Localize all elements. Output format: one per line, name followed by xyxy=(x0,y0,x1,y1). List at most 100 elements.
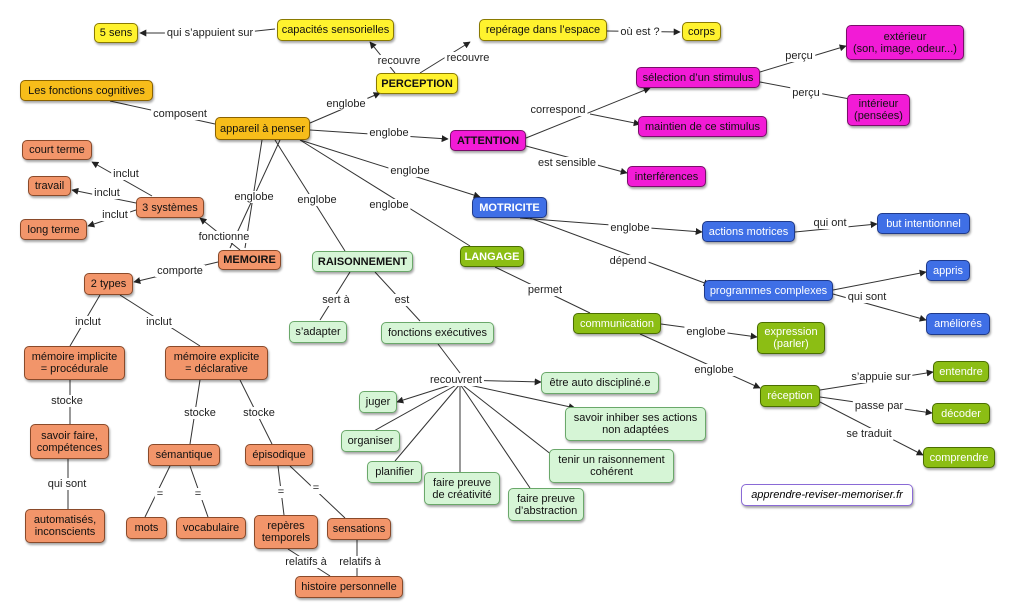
node-5-sens[interactable]: 5 sens xyxy=(94,23,138,43)
label-recouvrent: recouvrent xyxy=(428,374,484,386)
node-reperes-temporels[interactable]: repères temporels xyxy=(254,515,318,549)
node-fonctions-executives[interactable]: fonctions exécutives xyxy=(381,322,494,344)
link-line xyxy=(459,382,576,411)
label-percu-1: perçu xyxy=(783,50,815,62)
label-sert-a: sert à xyxy=(320,294,352,306)
label-stocke-episodique: stocke xyxy=(241,407,277,419)
node-capacites-sensorielles[interactable]: capacités sensorielles xyxy=(277,19,394,41)
node-court-terme[interactable]: court terme xyxy=(22,140,92,160)
node-communication[interactable]: communication xyxy=(573,313,661,334)
label-relatifs-a-1: relatifs à xyxy=(283,556,329,568)
label-englobe-attention: englobe xyxy=(367,127,411,139)
node-actions-motrices[interactable]: actions motrices xyxy=(702,221,795,242)
node-automatises[interactable]: automatisés, inconscients xyxy=(25,509,105,543)
node-selection-stimulus[interactable]: sélection d’un stimulus xyxy=(636,67,760,88)
node-interieur[interactable]: intérieur (pensées) xyxy=(847,94,910,126)
node-but-intentionnel[interactable]: but intentionnel xyxy=(877,213,970,234)
link-line xyxy=(589,113,641,127)
node-episodique[interactable]: épisodique xyxy=(245,444,313,466)
node-langage[interactable]: LANGAGE xyxy=(460,246,524,267)
node-semantique[interactable]: sémantique xyxy=(148,444,220,466)
node-histoire-personnelle[interactable]: histoire personnelle xyxy=(295,576,403,598)
label-englobe-raisonnement: englobe xyxy=(295,194,339,206)
link-line xyxy=(459,382,553,456)
node-appris[interactable]: appris xyxy=(926,260,970,281)
node-attention[interactable]: ATTENTION xyxy=(450,130,526,151)
label-comporte: comporte xyxy=(155,265,205,277)
node-motricite[interactable]: MOTRICITE xyxy=(472,197,547,218)
label-englobe-perception: englobe xyxy=(324,98,368,110)
node-s-adapter[interactable]: s’adapter xyxy=(289,321,347,343)
label-qui-sont-savoir-faire: qui sont xyxy=(45,478,89,490)
label-inclut-travail: inclut xyxy=(92,187,122,199)
link-line xyxy=(299,139,471,247)
node-sensations[interactable]: sensations xyxy=(327,518,391,540)
label-stocke-semantique: stocke xyxy=(182,407,218,419)
node-ameliores[interactable]: améliorés xyxy=(926,313,990,335)
node-organiser[interactable]: organiser xyxy=(341,430,400,452)
label-egal-reperes: = xyxy=(275,486,287,498)
node-3-systemes[interactable]: 3 systèmes xyxy=(136,197,204,218)
node-expression[interactable]: expression (parler) xyxy=(757,322,825,354)
label-qui-ont: qui ont xyxy=(811,217,849,229)
label-depend: dépend xyxy=(607,255,649,267)
node-comprendre[interactable]: comprendre xyxy=(923,447,995,468)
link-line xyxy=(459,383,531,489)
node-decoder[interactable]: décoder xyxy=(932,403,990,424)
label-inclut-long: inclut xyxy=(100,209,130,221)
node-reperage-espace[interactable]: repérage dans l’espace xyxy=(479,19,607,41)
node-planifier[interactable]: planifier xyxy=(367,461,422,483)
node-corps[interactable]: corps xyxy=(682,22,721,41)
label-composent: composent xyxy=(151,108,209,120)
node-travail[interactable]: travail xyxy=(28,176,71,196)
label-englobe-memoire: englobe xyxy=(232,191,276,203)
node-memoire-implicite[interactable]: mémoire implicite = procédurale xyxy=(24,346,125,380)
label-passe-par: passe par xyxy=(852,400,906,412)
node-reception[interactable]: réception xyxy=(760,385,820,407)
label-englobe-actions: englobe xyxy=(608,222,652,234)
label-s-appuie-sur: s’appuie sur xyxy=(849,371,913,383)
node-mots[interactable]: mots xyxy=(126,517,167,539)
label-qui-s-appuient-sur: qui s’appuient sur xyxy=(164,27,256,39)
link-line xyxy=(437,343,461,374)
label-qui-sont-programmes: qui sont xyxy=(845,291,889,303)
label-inclut-implicite: inclut xyxy=(73,316,103,328)
node-tenir-raisonnement[interactable]: tenir un raisonnement cohérent xyxy=(549,449,674,483)
node-interferences[interactable]: interférences xyxy=(627,166,706,187)
link-line xyxy=(832,269,927,291)
label-est-sensible: est sensible xyxy=(535,157,599,169)
label-est: est xyxy=(392,294,412,306)
node-entendre[interactable]: entendre xyxy=(933,361,989,382)
node-programmes-complexes[interactable]: programmes complexes xyxy=(704,280,833,301)
label-englobe-reception: englobe xyxy=(692,364,736,376)
node-perception[interactable]: PERCEPTION xyxy=(376,73,458,94)
node-vocabulaire[interactable]: vocabulaire xyxy=(176,517,246,539)
node-savoir-faire[interactable]: savoir faire, compétences xyxy=(30,424,109,459)
label-se-traduit: se traduit xyxy=(844,428,894,440)
node-creativite[interactable]: faire preuve de créativité xyxy=(424,472,500,505)
credit-website: apprendre-reviser-memoriser.fr xyxy=(741,484,913,506)
label-inclut-explicite: inclut xyxy=(144,316,174,328)
node-inhiber-actions[interactable]: savoir inhiber ses actions non adaptées xyxy=(565,407,706,441)
node-maintien-stimulus[interactable]: maintien de ce stimulus xyxy=(638,116,767,137)
label-recouvre-1: recouvre xyxy=(375,55,423,67)
node-fonctions-cognitives[interactable]: Les fonctions cognitives xyxy=(20,80,153,101)
label-percu-2: perçu xyxy=(790,87,822,99)
node-appareil-a-penser[interactable]: appareil à penser xyxy=(215,117,310,140)
label-fonctionne: fonctionne xyxy=(196,231,252,243)
node-auto-discipline[interactable]: être auto discipliné.e xyxy=(541,372,659,394)
node-juger[interactable]: juger xyxy=(359,391,397,413)
node-exterieur[interactable]: extérieur (son, image, odeur...) xyxy=(846,25,964,60)
node-raisonnement[interactable]: RAISONNEMENT xyxy=(312,251,413,272)
label-englobe-expression: englobe xyxy=(684,326,728,338)
node-abstraction[interactable]: faire preuve d’abstraction xyxy=(508,488,584,521)
node-long-terme[interactable]: long terme xyxy=(20,219,87,240)
node-memoire[interactable]: MEMOIRE xyxy=(218,250,281,270)
label-egal-sensations: = xyxy=(310,482,322,494)
label-permet: permet xyxy=(525,284,565,296)
label-stocke-implicite: stocke xyxy=(49,395,85,407)
label-egal-mots: = xyxy=(154,488,166,500)
node-2-types[interactable]: 2 types xyxy=(84,273,133,295)
label-inclut-court: inclut xyxy=(111,168,141,180)
node-memoire-explicite[interactable]: mémoire explicite = déclarative xyxy=(165,346,268,380)
